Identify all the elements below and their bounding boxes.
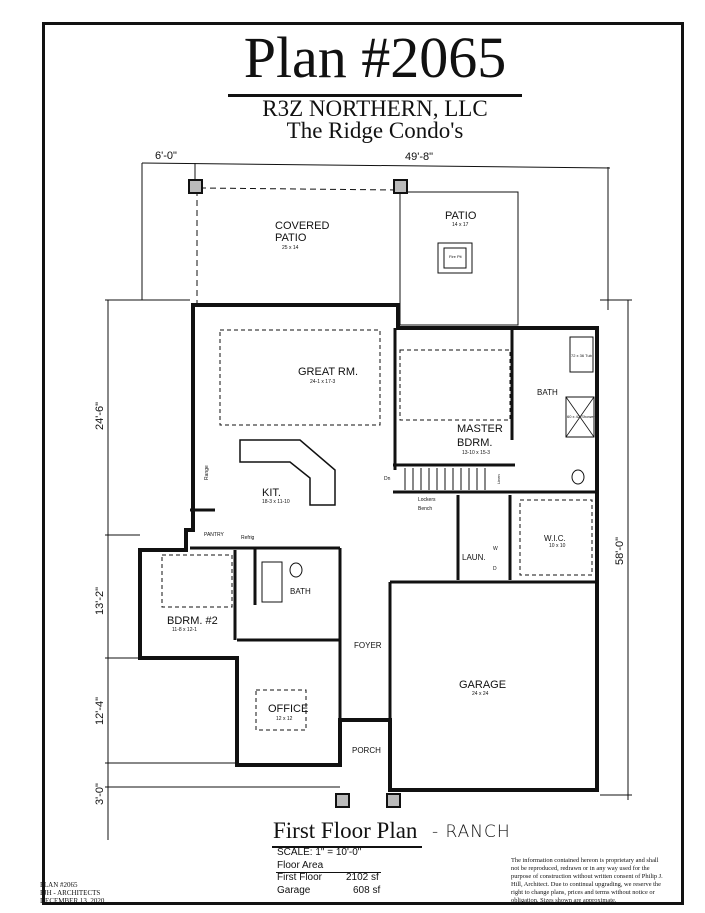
patio-outline bbox=[399, 191, 519, 326]
master-bedroom-label-2: BDRM. bbox=[457, 437, 492, 449]
kitchen-label: KIT. bbox=[262, 487, 281, 499]
great-room-size: 24-1 x 17-3 bbox=[310, 379, 336, 385]
bedroom-2-size: 11-8 x 12-1 bbox=[172, 627, 197, 633]
patio-label: PATIO bbox=[445, 210, 477, 222]
bedroom-2-label: BDRM. #2 bbox=[167, 615, 218, 627]
page-border bbox=[42, 22, 684, 905]
first-floor-area-label: First Floor bbox=[277, 872, 322, 883]
garage-area-label: Garage bbox=[277, 885, 311, 896]
porch-label: PORCH bbox=[352, 746, 381, 755]
pantry-label: PANTRY bbox=[204, 532, 224, 538]
floor-plan-title-underline bbox=[272, 846, 422, 848]
covered-patio-label: COVERED bbox=[275, 220, 329, 232]
patio-size: 14 x 17 bbox=[452, 222, 469, 228]
fire-pit-label: Fire Pit bbox=[449, 254, 463, 259]
dim-left-4: 3'-0" bbox=[94, 783, 106, 805]
covered-patio-label-2: PATIO bbox=[275, 232, 307, 244]
dryer-label: D bbox=[493, 566, 497, 572]
range-label: Range bbox=[204, 465, 210, 480]
architect-stamp: PLAN #2065 PJH - ARCHITECTS DECEMBER 13,… bbox=[40, 881, 104, 905]
garage-area-value: 608 sf bbox=[353, 885, 381, 896]
garage-size: 24 x 24 bbox=[472, 691, 489, 697]
disclaimer: The information contained hereon is prop… bbox=[511, 857, 663, 905]
kitchen-size: 18-3 x 11-10 bbox=[262, 499, 290, 505]
dim-left-2: 13'-2" bbox=[94, 587, 106, 615]
great-room-label: GREAT RM. bbox=[298, 366, 358, 378]
covered-patio-size: 25 x 14 bbox=[282, 245, 299, 251]
master-bath-label: BATH bbox=[537, 388, 558, 397]
title-underline bbox=[228, 94, 522, 97]
bench-label: Bench bbox=[418, 506, 432, 512]
linen-label: Linen bbox=[496, 474, 501, 484]
disclaimer-line: Hill, Architect. Due to continual upgrad… bbox=[511, 881, 661, 888]
lockers-label: Lockers bbox=[418, 497, 436, 503]
covered-patio-outline bbox=[196, 187, 401, 305]
office-label: OFFICE bbox=[268, 703, 308, 715]
toilet bbox=[289, 562, 303, 578]
first-floor-area-value: 2102 sf bbox=[346, 872, 379, 883]
floor-area-divider bbox=[276, 872, 381, 873]
tub bbox=[569, 336, 594, 373]
disclaimer-line: not be reproduced, redrawn or in any way… bbox=[511, 865, 650, 872]
wic-label: W.I.C. bbox=[544, 534, 566, 543]
tub-label: 72 x 36 Tub bbox=[571, 353, 593, 358]
wic-size: 10 x 10 bbox=[549, 543, 566, 549]
garage-label: GARAGE bbox=[459, 679, 506, 691]
company-name: R3Z NORTHERN, LLC bbox=[262, 96, 488, 121]
interior-walls bbox=[190, 328, 597, 790]
dim-left-3: 12'-4" bbox=[94, 697, 106, 725]
master-bedroom-size: 13-10 x 15-3 bbox=[462, 450, 490, 456]
dim-right-overall: 58'-0" bbox=[614, 537, 626, 565]
dim-top-left: 6'-0" bbox=[155, 150, 177, 162]
exterior-walls bbox=[138, 303, 599, 792]
shower bbox=[565, 396, 595, 438]
office-size: 12 x 12 bbox=[276, 716, 293, 722]
bath-label: BATH bbox=[290, 587, 311, 596]
disclaimer-line: obligation. Sizes shown are approximate. bbox=[511, 897, 617, 904]
master-bedroom-label: MASTER bbox=[457, 423, 503, 435]
stamp-line: PLAN #2065 bbox=[40, 881, 78, 889]
stairs-down-label: Dn bbox=[384, 476, 391, 482]
floor-plan-title: First Floor Plan bbox=[273, 818, 418, 843]
stamp-line: PJH - ARCHITECTS bbox=[40, 889, 101, 897]
laundry-label: LAUN. bbox=[462, 553, 486, 562]
dimension-lines bbox=[105, 162, 632, 840]
fire-pit bbox=[437, 242, 473, 274]
disclaimer-line: purpose of construction without written … bbox=[511, 873, 663, 880]
project-name: The Ridge Condo's bbox=[286, 118, 464, 143]
handwritten-note: - RANCH bbox=[432, 822, 511, 842]
plan-title: Plan #2065 bbox=[243, 25, 507, 90]
posts bbox=[188, 179, 408, 808]
furniture-outlines bbox=[161, 329, 593, 731]
washer-label: W bbox=[493, 546, 498, 552]
kitchen-island bbox=[239, 439, 336, 506]
stairs bbox=[404, 468, 486, 490]
shower-label: 60 x 42 Shower bbox=[567, 414, 595, 419]
dim-top-overall: 49'-8" bbox=[405, 151, 433, 163]
refrig-label: Refrig bbox=[241, 535, 255, 541]
floor-area-label: Floor Area bbox=[277, 860, 324, 871]
stamp-line: DECEMBER 13, 2020 bbox=[40, 897, 105, 905]
disclaimer-line: right to change plans, prices and terms … bbox=[511, 889, 655, 896]
dim-left-1: 24'-6" bbox=[94, 402, 106, 430]
foyer-label: FOYER bbox=[354, 641, 382, 650]
bathtub-hall bbox=[261, 561, 283, 603]
scale-label: SCALE: 1" = 10'-0" bbox=[277, 847, 362, 858]
disclaimer-line: The information contained hereon is prop… bbox=[511, 857, 659, 864]
